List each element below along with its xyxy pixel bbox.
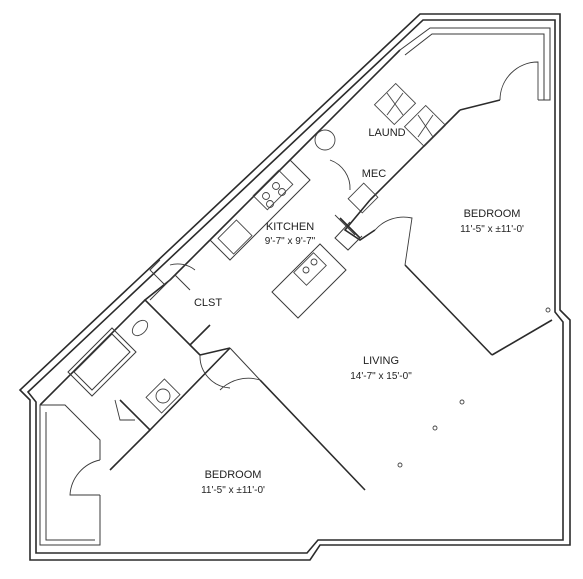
living-size: 14'-7" x 15'-0" (350, 371, 412, 382)
bedroom-top-closet (399, 27, 551, 101)
clst-label: CLST (194, 297, 222, 309)
bedroom-living-wall (109, 347, 366, 491)
bedroom-top-size: 11'-5" x ±11'-0' (460, 224, 524, 235)
kitchen-label: KITCHEN (266, 221, 314, 233)
living-window-marks (397, 307, 551, 468)
mechanical-room: MEC (329, 159, 387, 214)
mec-label: MEC (362, 168, 387, 180)
bedroom-bottom-label: BEDROOM (205, 469, 262, 481)
bedroom-top-label: BEDROOM (464, 208, 521, 220)
bedroom-bottom-size: 11'-5" x ±11'-0' (201, 485, 265, 496)
kitchen-size: 9'-7" x 9'-7" (265, 236, 316, 247)
interior-walls (334, 199, 553, 356)
bedroom-bottom-closet (39, 404, 101, 546)
entry-closet: CLST (143, 239, 222, 347)
bathroom (39, 299, 231, 432)
exterior-walls (18, 13, 571, 561)
laundry-room: LAUND (299, 49, 501, 201)
laund-label: LAUND (368, 127, 405, 139)
kitchen-area: KITCHEN 9'-7" x 9'-7" (209, 149, 347, 319)
living-label: LIVING (363, 355, 399, 367)
